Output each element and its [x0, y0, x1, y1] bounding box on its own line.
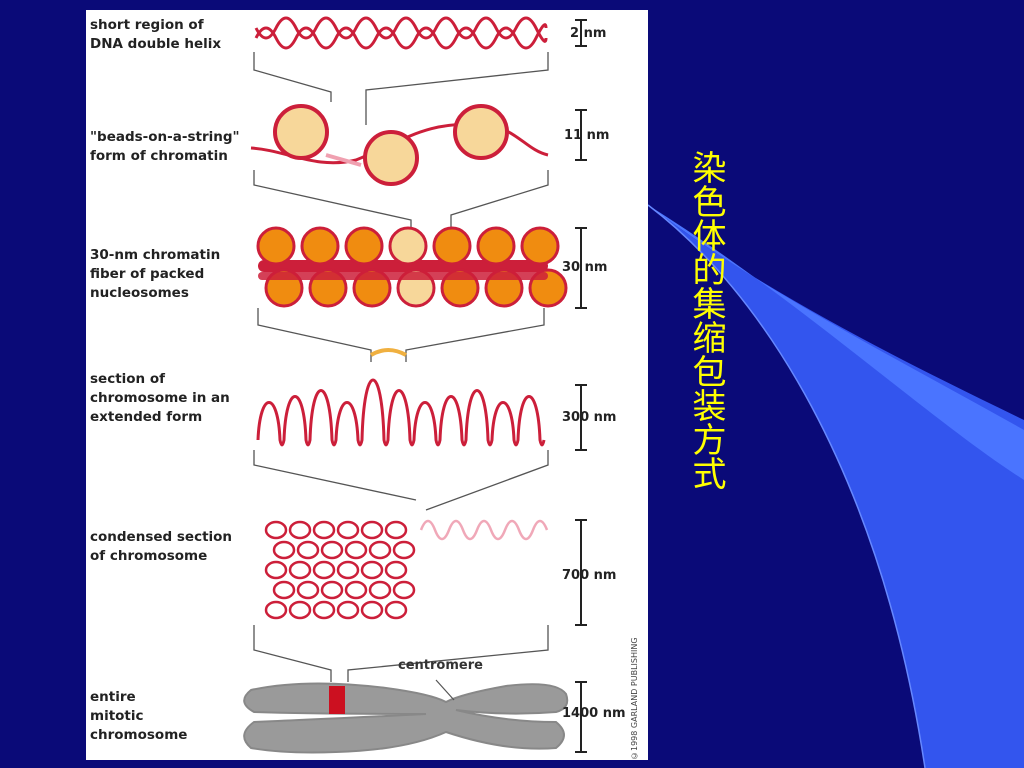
nucleosome: [256, 226, 296, 266]
chromatin-coil: [320, 580, 344, 600]
label-extended-section: section of chromosome in an extended for…: [90, 371, 230, 425]
condensed-chromosome-section: [264, 519, 549, 620]
scale-11nm: 11 nm: [564, 128, 610, 143]
centromere-label: centromere: [398, 658, 483, 673]
chromatin-coil: [336, 560, 360, 580]
fiber-core: [258, 272, 548, 280]
slide-title: 染色体的集缩包装方式: [686, 150, 726, 490]
nucleosome: [432, 226, 472, 266]
copyright-notice: ©1998 GARLAND PUBLISHING: [630, 637, 639, 760]
nucleosome: [388, 226, 428, 266]
chromatin-coil: [264, 600, 288, 620]
nucleosome: [476, 226, 516, 266]
chromatin-coil: [360, 520, 384, 540]
chromatin-coil: [272, 540, 296, 560]
unfolding-chromatin: [419, 519, 549, 541]
scale-2nm: 2 nm: [570, 26, 607, 41]
chromatin-coil: [336, 520, 360, 540]
chromatin-coil: [384, 520, 408, 540]
mitotic-chromosome: [243, 679, 569, 754]
beads-on-a-string: [250, 104, 549, 186]
chromatin-coil: [344, 580, 368, 600]
chromatin-coil: [296, 540, 320, 560]
scale-300nm: 300 nm: [562, 410, 617, 425]
chromatin-coil: [336, 600, 360, 620]
scale-700nm: 700 nm: [562, 568, 617, 583]
chromatin-coil: [368, 540, 392, 560]
extended-chromosome-section: [256, 348, 546, 447]
figure-drawing: [243, 16, 587, 754]
chromatin-coil: [312, 520, 336, 540]
label-mitotic-chromosome: entire mitotic chromosome: [90, 689, 188, 743]
chromatin-coil: [360, 560, 384, 580]
30nm-chromatin-fiber: [256, 226, 568, 308]
chromatin-coil: [264, 560, 288, 580]
chromatin-coil: [264, 520, 288, 540]
chromatin-coil: [288, 600, 312, 620]
chromatin-coil: [272, 580, 296, 600]
nucleosome: [520, 226, 560, 266]
chromatin-coil: [312, 560, 336, 580]
chromatin-coil: [312, 600, 336, 620]
chromatin-coil: [384, 560, 408, 580]
chromatin-coil: [392, 540, 416, 560]
chromatin-coil: [296, 580, 320, 600]
label-dna-helix: short region of DNA double helix: [90, 17, 222, 52]
chromatin-packing-figure: short region of DNA double helix "beads-…: [86, 10, 648, 760]
chromatin-coil: [360, 600, 384, 620]
nucleosome: [344, 226, 384, 266]
chromatin-coil: [288, 560, 312, 580]
scale-30nm: 30 nm: [562, 260, 608, 275]
label-condensed-section: condensed section of chromosome: [90, 529, 233, 564]
label-30nm-fiber: 30-nm chromatin fiber of packed nucleoso…: [90, 247, 221, 301]
chromatin-coil: [288, 520, 312, 540]
scale-bars: [575, 19, 587, 753]
dna-double-helix: [254, 16, 548, 50]
chromatin-coil: [320, 540, 344, 560]
chromatin-coil: [392, 580, 416, 600]
chromatin-coil: [344, 540, 368, 560]
chromatin-coil: [368, 580, 392, 600]
scale-1400nm: 1400 nm: [562, 706, 626, 721]
label-beads-on-string: "beads-on-a-string" form of chromatin: [90, 129, 240, 164]
chromatin-coil: [384, 600, 408, 620]
nucleosome: [300, 226, 340, 266]
